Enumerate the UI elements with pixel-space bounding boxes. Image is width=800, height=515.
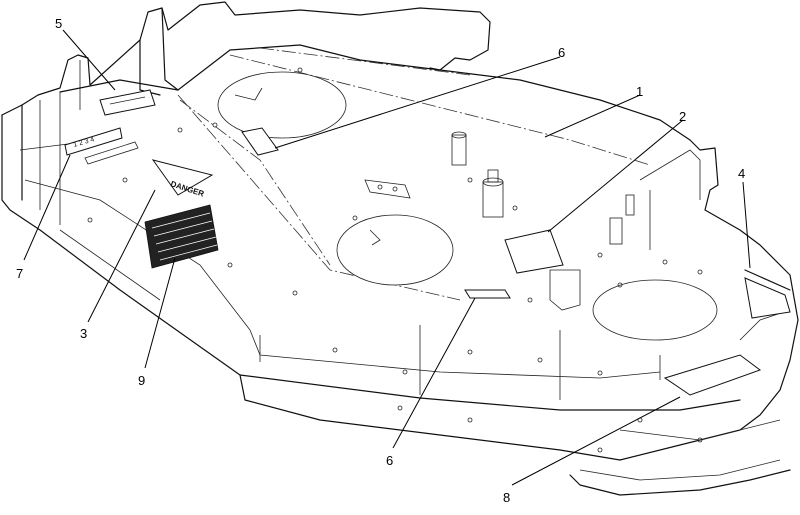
height-decal xyxy=(64,127,123,156)
callout-1: 1 xyxy=(636,84,643,99)
callout-8: 8 xyxy=(503,490,510,505)
bolt-holes xyxy=(87,67,703,453)
callout-2: 2 xyxy=(679,109,686,124)
callout-9: 9 xyxy=(138,373,145,388)
callout-6-top: 6 xyxy=(558,45,565,60)
top-decal xyxy=(99,89,156,116)
decals: 1 2 3 4 DANGER xyxy=(64,89,791,396)
callout-6-bottom: 6 xyxy=(386,453,393,468)
front-decal xyxy=(663,354,762,396)
callout-5: 5 xyxy=(55,16,62,31)
callout-7: 7 xyxy=(16,266,23,281)
mower-deck xyxy=(1,1,799,496)
blade-hole-left xyxy=(217,71,347,139)
small-decal-top xyxy=(241,127,279,156)
callout-3: 3 xyxy=(80,326,87,341)
blade-hole-center xyxy=(336,214,454,286)
side-decal xyxy=(744,277,791,319)
blade-hole-right xyxy=(592,279,718,341)
spindle-housing-tall xyxy=(451,134,467,166)
decal-plate xyxy=(504,229,564,274)
callout-4: 4 xyxy=(738,166,745,181)
spindle-housing-center xyxy=(482,181,504,218)
callout-labels: 1 2 3 4 5 6 6 7 8 9 xyxy=(16,16,745,505)
warning-decal xyxy=(144,204,219,269)
small-decal-bottom xyxy=(464,289,511,299)
blade-openings xyxy=(217,71,718,341)
leader-lines xyxy=(23,29,751,486)
spindle-hardware xyxy=(364,131,635,311)
danger-decal xyxy=(151,159,214,196)
